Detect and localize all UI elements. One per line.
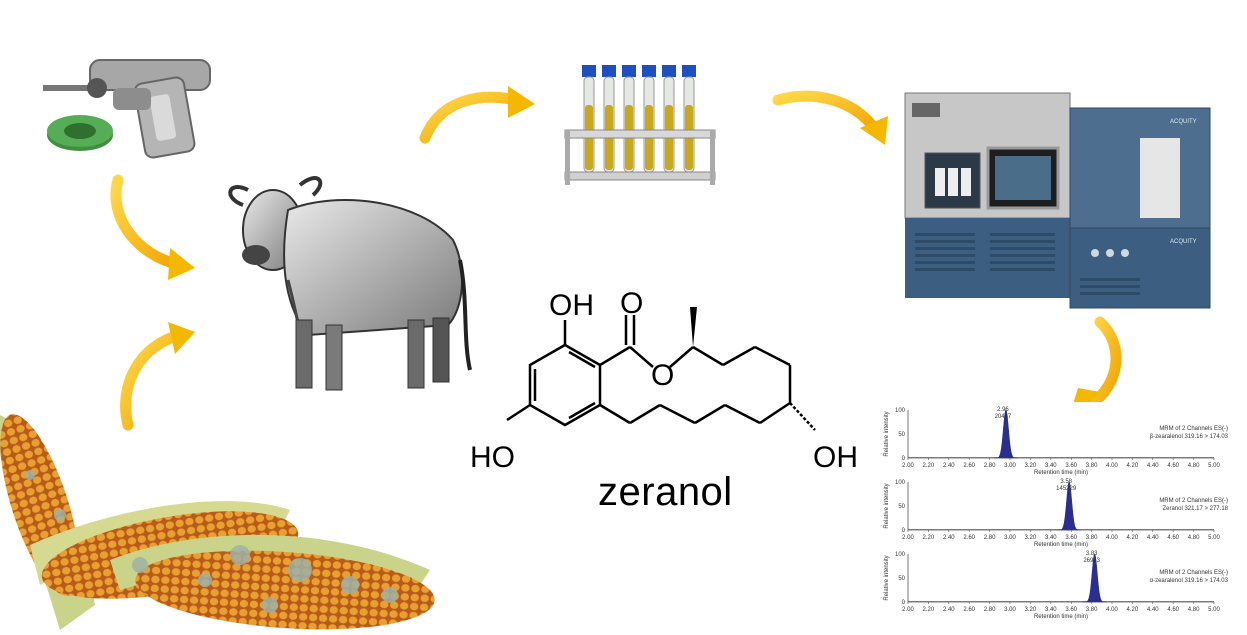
- x-tick-label: 2.40: [943, 535, 955, 541]
- x-tick-label: 3.80: [1086, 535, 1098, 541]
- peak-rt-label: 2.96: [997, 407, 1009, 413]
- y-axis-label: Relative intensity: [884, 411, 890, 456]
- moldy-corn-illustration: [0, 414, 435, 630]
- transition-label: Zeranol 321.17 > 277.18: [1162, 506, 1228, 512]
- y-tick-label: 100: [895, 552, 906, 558]
- tube-set: [582, 65, 696, 173]
- x-tick-label: 5.00: [1208, 463, 1220, 469]
- arrow-cow-to-tubes: [419, 86, 535, 144]
- x-tick-label: 4.40: [1147, 463, 1159, 469]
- label-oh-top: OH: [549, 289, 594, 322]
- x-tick-label: 2.80: [984, 535, 996, 541]
- x-tick-label: 3.20: [1025, 607, 1037, 613]
- x-tick-label: 3.80: [1086, 463, 1098, 469]
- y-tick-label: 100: [895, 480, 906, 486]
- x-tick-label: 4.60: [1167, 535, 1179, 541]
- x-tick-label: 4.80: [1188, 535, 1200, 541]
- x-tick-label: 4.40: [1147, 607, 1159, 613]
- x-tick-label: 2.00: [902, 535, 914, 541]
- x-tick-label: 2.80: [984, 463, 996, 469]
- x-axis-label: Retention time (min): [1034, 470, 1088, 476]
- transition-label: α-zearalenol 319.16 > 174.03: [1150, 578, 1229, 584]
- x-tick-label: 4.20: [1127, 607, 1139, 613]
- y-tick-label: 50: [898, 432, 905, 438]
- peak-rt-label: 3.58: [1060, 479, 1072, 485]
- x-tick-label: 2.20: [923, 607, 935, 613]
- instrument-brand-top: ACQUITY: [1170, 119, 1197, 125]
- peak-area-label: 145229: [1056, 486, 1077, 492]
- x-tick-label: 3.40: [1045, 607, 1057, 613]
- x-tick-label: 3.00: [1004, 463, 1016, 469]
- y-tick-label: 0: [902, 456, 906, 462]
- peak-area-label: 26913: [1083, 558, 1100, 564]
- molecule-name: zeranol: [598, 470, 733, 514]
- x-tick-label: 5.00: [1208, 607, 1220, 613]
- x-tick-label: 2.00: [902, 607, 914, 613]
- x-tick-label: 3.20: [1025, 463, 1037, 469]
- x-tick-label: 2.60: [963, 535, 975, 541]
- y-tick-label: 50: [898, 576, 905, 582]
- x-tick-label: 3.00: [1004, 607, 1016, 613]
- x-tick-label: 4.60: [1167, 463, 1179, 469]
- x-axis-label: Retention time (min): [1034, 542, 1088, 548]
- y-tick-label: 100: [895, 408, 906, 414]
- label-carbonyl-o: O: [620, 287, 643, 320]
- x-tick-label: 5.00: [1208, 535, 1220, 541]
- x-tick-label: 4.20: [1127, 463, 1139, 469]
- y-tick-label: 0: [902, 600, 906, 606]
- x-tick-label: 2.20: [923, 535, 935, 541]
- lc-ms-instrument-illustration: ACQUITY ACQUITY: [904, 92, 1211, 309]
- implant-gun-illustration: [43, 59, 211, 159]
- y-tick-label: 0: [902, 528, 906, 534]
- channel-label: MRM of 2 Channels ES(-): [1159, 498, 1228, 504]
- arrow-tubes-to-instrument: [772, 90, 888, 145]
- x-tick-label: 3.20: [1025, 535, 1037, 541]
- x-tick-label: 4.40: [1147, 535, 1159, 541]
- x-tick-label: 3.60: [1065, 463, 1077, 469]
- peak-rt-label: 3.83: [1086, 551, 1098, 557]
- arrow-injector-to-cow: [110, 174, 195, 280]
- x-tick-label: 2.60: [963, 463, 975, 469]
- x-tick-label: 4.80: [1188, 607, 1200, 613]
- x-tick-label: 3.40: [1045, 463, 1057, 469]
- y-tick-label: 50: [898, 504, 905, 510]
- x-tick-label: 4.60: [1167, 607, 1179, 613]
- x-tick-label: 3.60: [1065, 607, 1077, 613]
- arrow-corn-to-cow: [120, 322, 195, 431]
- x-tick-label: 4.20: [1127, 535, 1139, 541]
- label-oh-right: OH: [813, 441, 858, 474]
- x-tick-label: 2.60: [963, 607, 975, 613]
- x-tick-label: 2.40: [943, 607, 955, 613]
- y-axis-label: Relative intensity: [884, 555, 890, 600]
- label-oh-left: HO: [470, 441, 515, 474]
- instrument-brand-bottom: ACQUITY: [1170, 239, 1197, 245]
- x-tick-label: 4.80: [1188, 463, 1200, 469]
- test-tubes-rack-illustration: [564, 65, 716, 185]
- channel-label: MRM of 2 Channels ES(-): [1159, 570, 1228, 576]
- transition-label: β-zearalenol 319.16 > 174.03: [1150, 434, 1229, 440]
- zeranol-structure: OH O O HO OH: [470, 287, 858, 474]
- x-tick-label: 4.00: [1106, 607, 1118, 613]
- x-tick-label: 3.40: [1045, 535, 1057, 541]
- x-tick-label: 3.00: [1004, 535, 1016, 541]
- y-axis-label: Relative intensity: [884, 483, 890, 528]
- x-tick-label: 3.60: [1065, 535, 1077, 541]
- x-tick-label: 4.00: [1106, 535, 1118, 541]
- x-tick-label: 4.00: [1106, 463, 1118, 469]
- channel-label: MRM of 2 Channels ES(-): [1159, 426, 1228, 432]
- cow-illustration: [228, 176, 472, 391]
- label-ring-o: O: [651, 359, 674, 392]
- x-tick-label: 2.80: [984, 607, 996, 613]
- x-tick-label: 3.80: [1086, 607, 1098, 613]
- x-tick-label: 2.40: [943, 463, 955, 469]
- x-axis-label: Retention time (min): [1034, 614, 1088, 620]
- x-tick-label: 2.00: [902, 463, 914, 469]
- x-tick-label: 2.20: [923, 463, 935, 469]
- peak-area-label: 20467: [995, 414, 1012, 420]
